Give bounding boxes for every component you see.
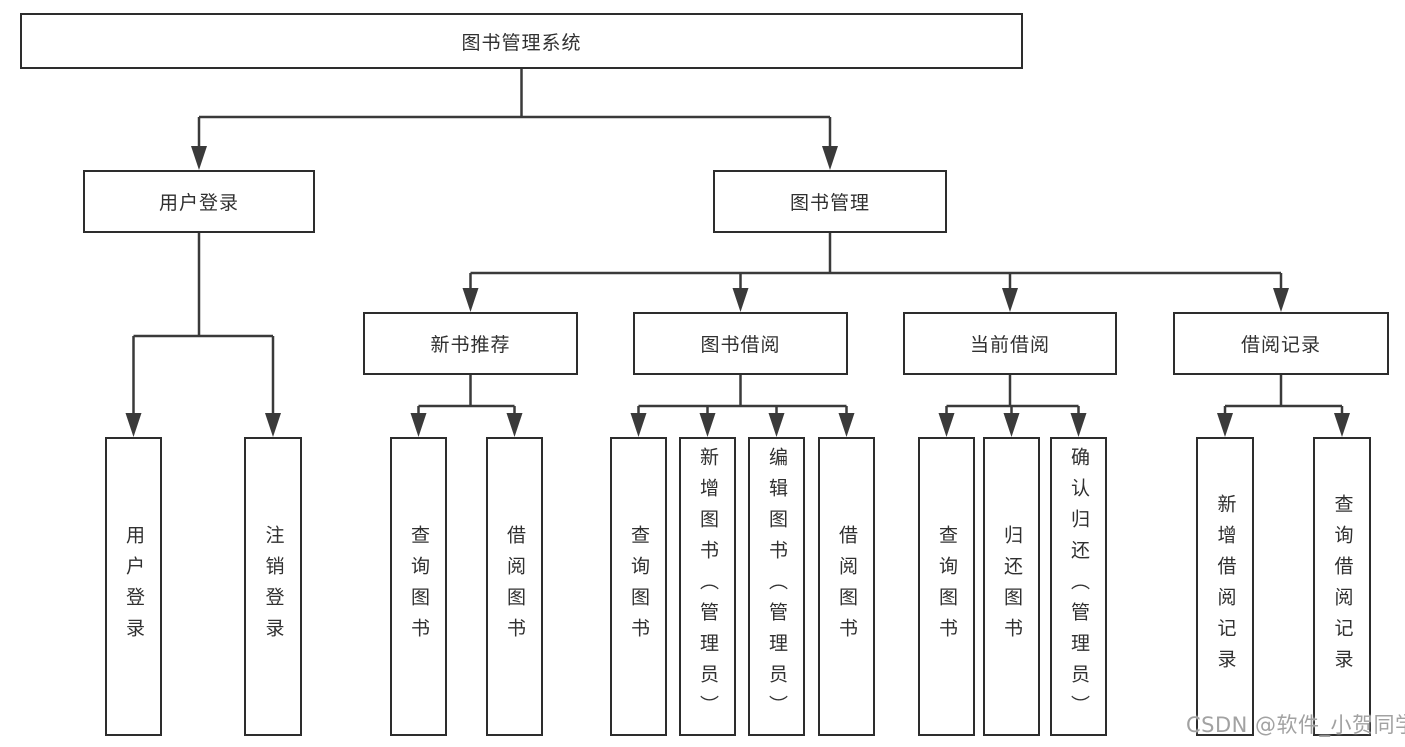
leaf-borrow-books-recommend: 借阅图书: [486, 437, 543, 736]
node-borrow-records-label: 借阅记录: [1240, 334, 1321, 356]
node-book-management-label: 图书管理: [789, 192, 870, 214]
leaf-add-books-admin-label: 新增图书（管理员）: [697, 447, 719, 726]
leaf-borrow-books: 借阅图书: [818, 437, 875, 736]
leaf-edit-books-admin-label: 编辑图书（管理员）: [766, 447, 788, 726]
leaf-confirm-return-admin: 确认归还（管理员）: [1050, 437, 1107, 736]
leaf-query-books-borrow: 查询图书: [610, 437, 667, 736]
connector-user-login-to-leaves: [132, 233, 275, 417]
node-borrow-records: 借阅记录: [1173, 312, 1389, 375]
leaf-query-books-current-label: 查询图书: [936, 524, 958, 649]
leaf-add-borrow-record: 新增借阅记录: [1196, 437, 1254, 736]
node-new-book-recommend: 新书推荐: [363, 312, 578, 375]
connector-root-to-level2: [197, 69, 832, 150]
node-current-borrow-label: 当前借阅: [969, 334, 1050, 356]
connector-book-borrow-to-leaves: [637, 375, 848, 417]
node-book-management: 图书管理: [713, 170, 947, 233]
leaf-query-books-current: 查询图书: [918, 437, 975, 736]
leaf-query-borrow-record: 查询借阅记录: [1313, 437, 1371, 736]
leaf-query-borrow-record-label: 查询借阅记录: [1331, 493, 1354, 680]
leaf-query-books-borrow-label: 查询图书: [628, 524, 650, 649]
node-new-book-recommend-label: 新书推荐: [430, 334, 511, 356]
connector-current-borrow-to-leaves: [945, 375, 1080, 417]
node-current-borrow: 当前借阅: [903, 312, 1117, 375]
leaf-borrow-books-recommend-label: 借阅图书: [504, 524, 526, 649]
leaf-add-borrow-record-label: 新增借阅记录: [1214, 493, 1237, 680]
leaf-query-books-recommend-label: 查询图书: [408, 524, 430, 649]
leaf-return-books: 归还图书: [983, 437, 1040, 736]
node-user-login: 用户登录: [83, 170, 315, 233]
leaf-user-login: 用户登录: [105, 437, 162, 736]
connector-new-book-recommend-to-leaves: [417, 375, 516, 417]
connector-book-management-to-level3: [469, 233, 1283, 292]
leaf-edit-books-admin: 编辑图书（管理员）: [748, 437, 805, 736]
leaf-user-login-label: 用户登录: [123, 524, 145, 649]
node-book-borrow-label: 图书借阅: [700, 334, 781, 356]
leaf-borrow-books-label: 借阅图书: [836, 524, 858, 649]
leaf-logout: 注销登录: [244, 437, 302, 736]
node-user-login-label: 用户登录: [158, 192, 239, 214]
node-library-management-system: 图书管理系统: [20, 13, 1023, 69]
node-book-borrow: 图书借阅: [633, 312, 848, 375]
leaf-return-books-label: 归还图书: [1001, 524, 1023, 649]
leaf-add-books-admin: 新增图书（管理员）: [679, 437, 736, 736]
csdn-watermark: CSDN @软件_小贺同学: [1186, 713, 1405, 737]
leaf-logout-label: 注销登录: [262, 524, 285, 649]
leaf-confirm-return-admin-label: 确认归还（管理员）: [1068, 447, 1090, 726]
connector-borrow-records-to-leaves: [1223, 375, 1344, 417]
leaf-query-books-recommend: 查询图书: [390, 437, 447, 736]
node-library-management-system-label: 图书管理系统: [461, 31, 582, 54]
